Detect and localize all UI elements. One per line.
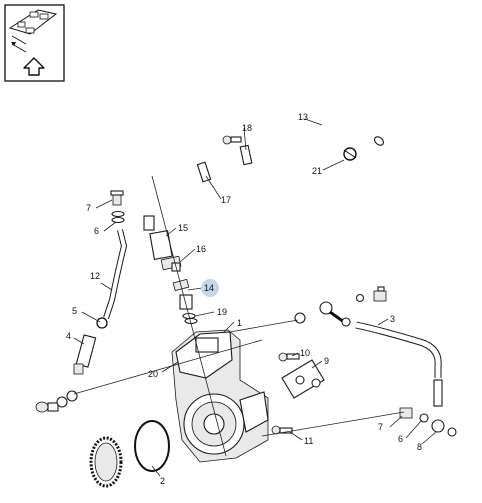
hose-4 (73, 334, 97, 375)
banjo-bolt-left (35, 390, 78, 413)
callout-11: 11 (304, 436, 313, 446)
pipe-12 (103, 229, 128, 319)
clamp-21 (343, 147, 357, 161)
callout-18: 18 (242, 123, 252, 133)
washer-6-left (111, 210, 125, 224)
gasket-2 (134, 420, 170, 472)
leader-lines (73, 175, 405, 457)
fitting-14 (172, 278, 193, 310)
callout-3: 3 (390, 314, 395, 324)
cover-plate-9 (281, 359, 325, 399)
callout-21: 21 (312, 166, 322, 176)
callout-7-left: 7 (86, 203, 91, 213)
vehicle-location-thumbnail-icon (8, 9, 58, 53)
callout-19: 19 (217, 307, 227, 317)
callout-12: 12 (90, 271, 100, 281)
callout-17: 17 (221, 195, 231, 205)
callout-16: 16 (196, 244, 206, 254)
fitting-assembly-8 (399, 379, 457, 437)
bolt-7-left (110, 190, 124, 206)
compressor-1 (171, 329, 269, 463)
hose-13 (143, 131, 384, 231)
callout-labels: 13 18 21 17 15 16 14 19 1 20 7 6 12 5 4 … (66, 112, 422, 486)
pipe-3 (355, 321, 442, 378)
callout-14: 14 (204, 283, 214, 293)
bolt-18 (222, 135, 242, 145)
callout-4: 4 (66, 331, 71, 341)
callout-13: 13 (298, 112, 308, 122)
callout-5: 5 (72, 306, 77, 316)
fitting-15 (149, 229, 173, 261)
callout-2: 2 (160, 476, 165, 486)
callout-10: 10 (300, 348, 310, 358)
callout-20: 20 (148, 369, 158, 379)
callout-9: 9 (324, 356, 329, 366)
fitting-16 (160, 255, 182, 272)
callout-7-right: 7 (378, 422, 383, 432)
callout-6-right: 6 (398, 434, 403, 444)
thumbnail-panel[interactable] (4, 4, 65, 82)
callout-1: 1 (237, 318, 242, 328)
callout-leaders (73, 118, 437, 477)
banjo-fitting-right-top (294, 286, 387, 327)
arrow-up-icon[interactable] (23, 57, 45, 76)
callout-6-left: 6 (94, 226, 99, 236)
callout-15: 15 (178, 223, 188, 233)
callout-8: 8 (417, 442, 422, 452)
bolt-10 (278, 352, 300, 362)
drive-gear (89, 436, 123, 488)
clamp-5 (96, 317, 108, 329)
callout-14-highlight[interactable]: 14 (201, 279, 219, 297)
